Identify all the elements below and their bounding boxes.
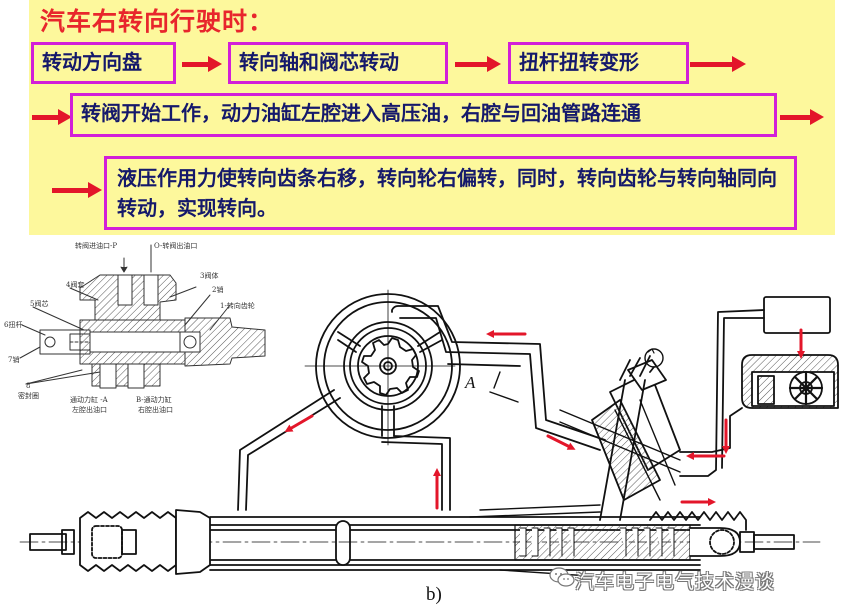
figure-label: b) bbox=[426, 584, 442, 605]
inset-label-pinion: 1-转向齿轮 bbox=[220, 301, 255, 310]
inset-label-left-port-1: 通动力缸 -A bbox=[70, 395, 109, 404]
flow-step-shaft-valve-rotate: 转向轴和阀芯转动 bbox=[228, 42, 448, 84]
inset-label-inlet: 转阀进油口-P bbox=[75, 241, 117, 250]
steering-gear-diagram: 转阀进油口-P O-转阀出油口 3阀体 4阀套 2销 5阀芯 1-转向齿轮 6扭… bbox=[4, 241, 839, 577]
flow-arrow-icon bbox=[52, 182, 102, 198]
inset-label-valve-body: 3阀体 bbox=[200, 271, 218, 280]
pump-reservoir bbox=[679, 296, 839, 477]
flow-step-turn-wheel: 转动方向盘 bbox=[31, 42, 176, 84]
inset-label-pin-7: 7销 bbox=[8, 355, 19, 364]
flow-arrow-icon bbox=[455, 56, 501, 72]
flow-step-rotary-valve: 转阀开始工作，动力油缸左腔进入高压油，右腔与回油管路连通 bbox=[70, 93, 777, 137]
inset-label-outlet: O-转阀出油口 bbox=[154, 241, 197, 250]
flow-arrow-icon bbox=[690, 56, 748, 72]
inset-label-left-port-2: 左腔出油口 bbox=[72, 405, 107, 414]
inset-labels: 转阀进油口-P O-转阀出油口 3阀体 4阀套 2销 5阀芯 1-转向齿轮 6扭… bbox=[4, 241, 255, 414]
inset-label-valve-core: 5阀芯 bbox=[30, 299, 48, 308]
pinion-housing bbox=[559, 348, 681, 521]
rack-housing bbox=[19, 504, 821, 577]
valve-section-view bbox=[237, 289, 606, 511]
flow-direction-arrows bbox=[284, 328, 805, 510]
flow-step-hydraulic-result: 液压作用力使转向齿条右移，转向轮右偏转，同时，转向齿轮与转向轴同向转动，实现转向… bbox=[104, 156, 797, 230]
explanation-panel bbox=[29, 0, 835, 235]
watermark-text: 汽车电子电气技术漫谈 bbox=[575, 571, 776, 593]
inset-label-right-port-1: B-通动力缸 bbox=[136, 395, 172, 404]
inset-label-seal-num: 8 bbox=[26, 382, 30, 390]
inset-label-right-port-2: 右腔出油口 bbox=[138, 405, 173, 414]
red-arrow-icon bbox=[546, 434, 576, 450]
wechat-icon bbox=[549, 567, 575, 587]
inset-label-pin-2: 2销 bbox=[212, 285, 223, 294]
inset-label-torsion-bar: 6扭杆 bbox=[4, 320, 22, 329]
inset-label-valve-sleeve: 4阀套 bbox=[66, 280, 84, 289]
flow-arrow-icon bbox=[182, 56, 222, 72]
page-title: 汽车右转向行驶时： bbox=[40, 7, 275, 36]
rotary-valve-inset bbox=[19, 244, 266, 389]
section-label-a: A bbox=[464, 373, 476, 392]
section-mark bbox=[489, 371, 519, 403]
flow-arrow-icon bbox=[780, 109, 826, 125]
red-arrow-icon bbox=[284, 414, 314, 433]
inset-label-seal: 密封圈 bbox=[18, 391, 39, 400]
flow-step-torsion-bar: 扭杆扭转变形 bbox=[508, 42, 689, 84]
flow-arrow-icon bbox=[32, 109, 72, 125]
